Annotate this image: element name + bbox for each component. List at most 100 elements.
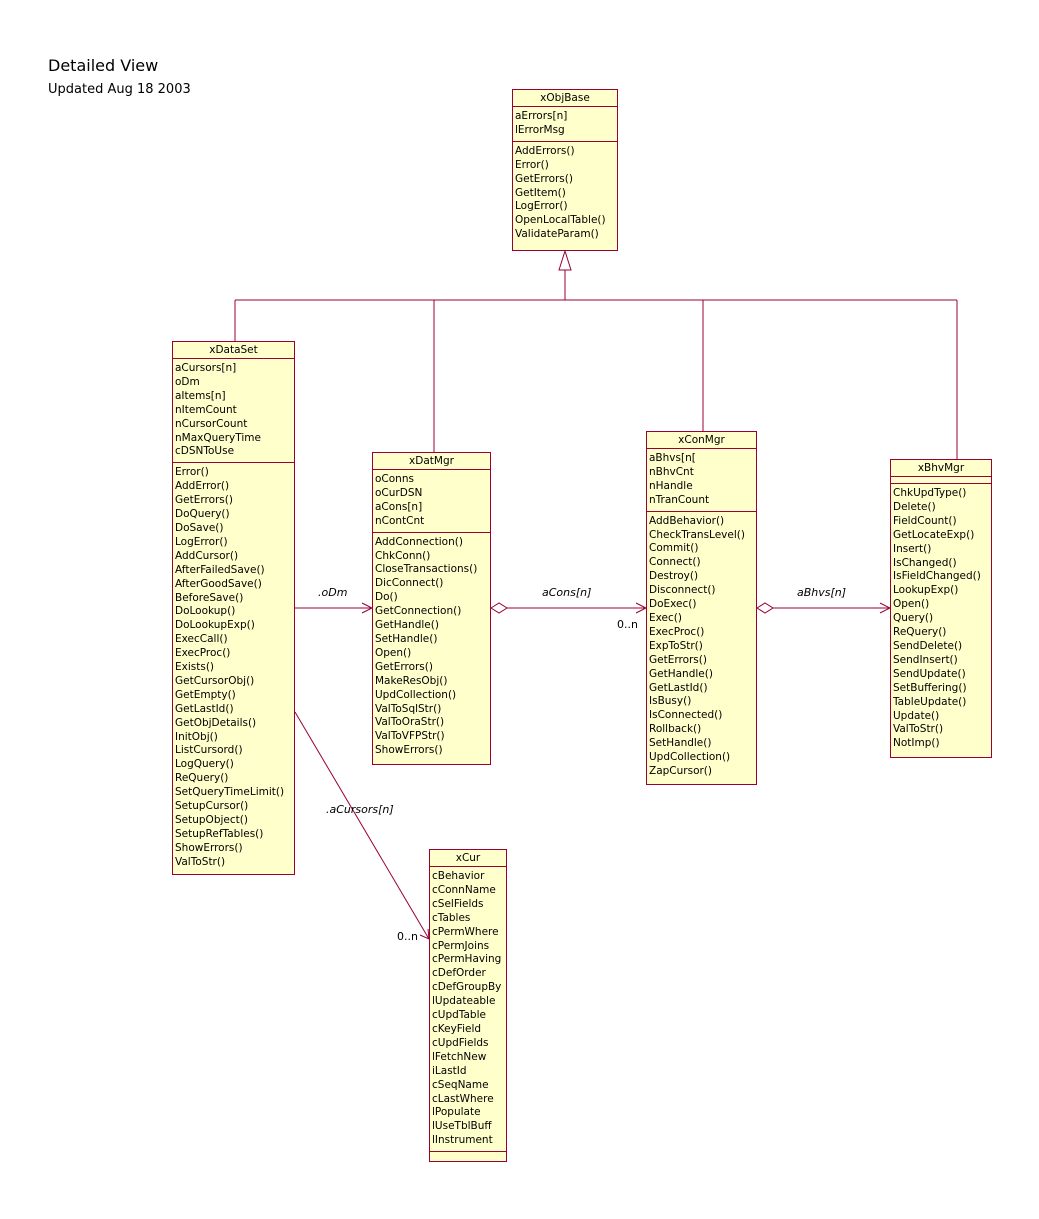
class-operations-xbhvmgr: ChkUpdType()Delete()FieldCount()GetLocat…: [891, 484, 991, 754]
class-name-xcur: xCur: [430, 850, 506, 867]
class-attribute: cDSNToUse: [175, 445, 235, 458]
class-operation: GetHandle(): [375, 619, 439, 632]
class-operation: GetErrors(): [375, 660, 433, 673]
class-operation: Insert(): [893, 542, 932, 555]
class-operation: IsChanged(): [893, 556, 957, 569]
association-acons-label: aCons[n]: [542, 586, 592, 599]
page-subtitle: Updated Aug 18 2003: [48, 82, 191, 97]
class-attribute: cDefOrder: [432, 967, 486, 980]
class-operation: GetCursorObj(): [175, 674, 255, 687]
class-operations-xconmgr: AddBehavior()CheckTransLevel()Commit()Co…: [647, 512, 756, 782]
class-operation: AddBehavior(): [649, 514, 725, 527]
class-operation: Query(): [893, 612, 934, 625]
class-name-xobjbase: xObjBase: [513, 90, 617, 107]
page-title: Detailed View: [48, 56, 159, 75]
class-attribute: lErrorMsg: [515, 123, 565, 136]
class-operation: ValToVFPStr(): [375, 730, 445, 743]
class-operation: AddConnection(): [375, 535, 463, 548]
class-operation: GetEmpty(): [175, 688, 236, 701]
class-operation: GetErrors(): [515, 172, 573, 185]
association-acursors-label: .aCursors[n]: [326, 803, 394, 816]
class-attribute: lUpdateable: [432, 995, 496, 1008]
class-operation: DoSave(): [175, 521, 224, 534]
class-name-xconmgr: xConMgr: [647, 432, 756, 449]
class-operation: IsFieldChanged(): [893, 570, 981, 583]
class-attributes-xbhvmgr: [891, 477, 991, 484]
class-attribute: nMaxQueryTime: [175, 431, 261, 444]
class-attribute: oConns: [375, 473, 414, 485]
class-operation: ValToSqlStr(): [375, 702, 442, 715]
class-operation: ExecCall(): [175, 633, 228, 646]
class-operation: Rollback(): [649, 723, 702, 736]
class-attribute: aCursors[n]: [175, 362, 237, 374]
class-operation: SendDelete(): [893, 639, 963, 652]
class-operation: Error(): [175, 466, 209, 479]
class-attribute: lPopulate: [432, 1106, 481, 1119]
class-operation: AfterFailedSave(): [175, 563, 265, 576]
class-operation: AfterGoodSave(): [175, 577, 262, 590]
class-attribute: lInstrument: [432, 1134, 493, 1147]
class-operation: DicConnect(): [375, 577, 444, 590]
class-attribute: aItems[n]: [175, 389, 226, 402]
class-operation: IsBusy(): [649, 695, 692, 708]
class-attributes-xobjbase: aErrors[n]lErrorMsg: [513, 107, 617, 142]
class-attribute: cUpdFields: [432, 1036, 489, 1049]
class-operation: BeforeSave(): [175, 591, 244, 604]
class-operation: GetItem(): [515, 186, 566, 199]
class-attribute: lFetchNew: [432, 1050, 487, 1063]
class-operation: GetErrors(): [175, 494, 233, 507]
class-operation: MakeResObj(): [375, 674, 448, 687]
class-operation: AddError(): [175, 480, 230, 493]
class-attribute: nHandle: [649, 479, 693, 492]
class-attribute: cDefGroupBy: [432, 981, 502, 994]
class-operation: Disconnect(): [649, 584, 716, 597]
association-acursors-line: [294, 711, 430, 940]
class-operation: TableUpdate(): [893, 695, 967, 708]
class-operation: LookupExp(): [893, 584, 959, 597]
class-operations-xdatmgr: AddConnection()ChkConn()CloseTransaction…: [373, 533, 490, 762]
class-attribute: cSelFields: [432, 897, 484, 910]
class-attribute: nCursorCount: [175, 417, 248, 430]
class-operation: SetupObject(): [175, 814, 248, 826]
class-operation: SetupRefTables(): [175, 827, 264, 840]
class-operation: ExecProc(): [175, 647, 231, 660]
class-attribute: cBehavior: [432, 870, 485, 882]
class-attribute: cPermJoins: [432, 939, 490, 952]
class-operation: LogError(): [175, 535, 228, 548]
class-operation: ZapCursor(): [649, 764, 712, 777]
class-operation: ReQuery(): [175, 772, 229, 785]
class-operation: ChkUpdType(): [893, 487, 967, 499]
class-operation: ShowErrors(): [175, 841, 243, 854]
class-operation: Delete(): [893, 500, 936, 513]
association-abhvs-label: aBhvs[n]: [797, 586, 847, 599]
class-operation: GetErrors(): [649, 653, 707, 666]
class-operation: ValToStr(): [175, 855, 226, 868]
class-attribute: nItemCount: [175, 403, 237, 416]
class-operation: GetLastId(): [649, 681, 708, 694]
class-operation: SetBuffering(): [893, 681, 967, 694]
class-operation: Connect(): [649, 556, 701, 569]
class-attribute: oDm: [175, 375, 200, 388]
class-operation: Open(): [375, 646, 412, 659]
class-operations-xcur: [430, 1152, 506, 1158]
class-attribute: cKeyField: [432, 1022, 482, 1035]
association-acons-multiplicity: 0..n: [617, 618, 638, 631]
class-operation: ExecProc(): [649, 625, 705, 638]
class-operation: IsConnected(): [649, 709, 723, 722]
class-operation: SetQueryTimeLimit(): [175, 786, 285, 799]
class-operation: Update(): [893, 709, 940, 722]
class-operation: OpenLocalTable(): [515, 214, 606, 227]
class-operation: Do(): [375, 591, 398, 604]
class-operation: ChkConn(): [375, 549, 431, 562]
class-operation: Error(): [515, 158, 549, 171]
class-attribute: nTranCount: [649, 493, 710, 506]
class-operation: DoLookupExp(): [175, 619, 255, 632]
